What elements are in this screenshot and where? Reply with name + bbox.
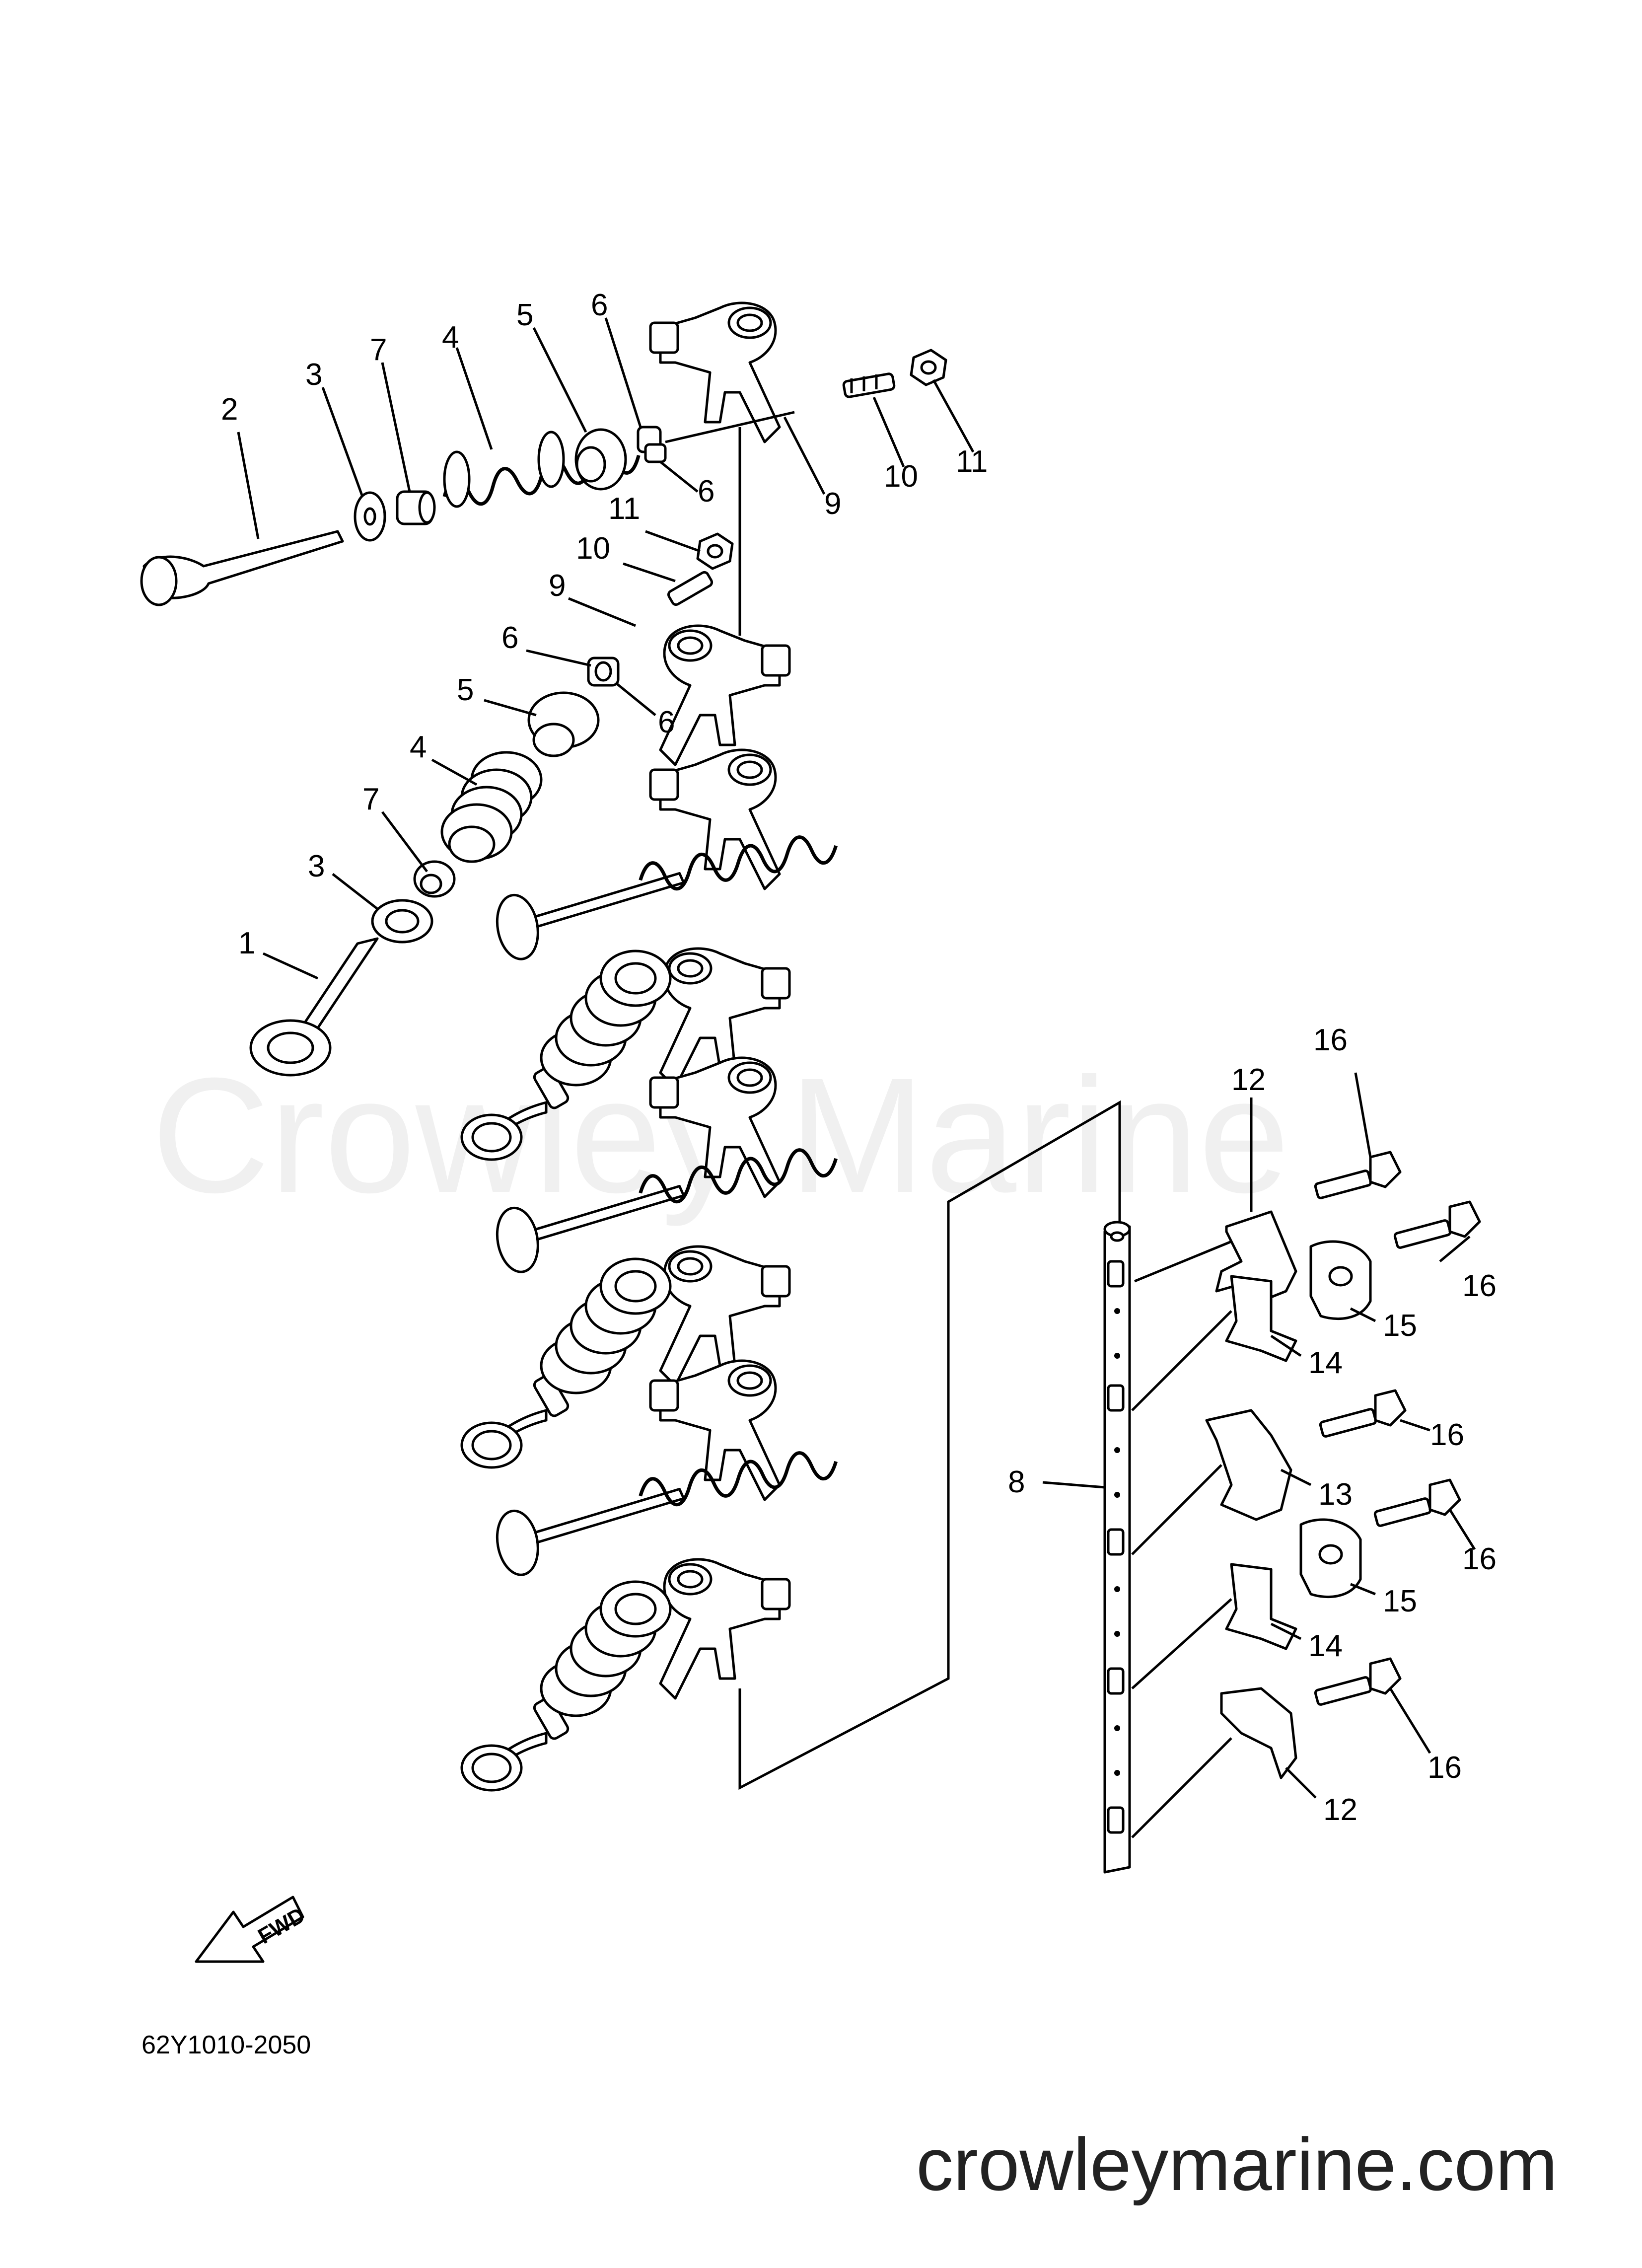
callout-6-top-a: 6 [591, 288, 608, 322]
callout-15-a: 15 [1383, 1309, 1417, 1343]
valve-1 [249, 937, 379, 1077]
bracket-14-b [1225, 1563, 1297, 1650]
clamp-15-b [1299, 1518, 1362, 1599]
callout-4-top: 4 [442, 320, 459, 355]
rocker-arm-row-5 [650, 1361, 780, 1500]
callout-5-top: 5 [516, 298, 533, 332]
callout-3-mid: 3 [308, 849, 325, 883]
callout-16-d: 16 [1462, 1542, 1497, 1576]
valve-spring-row-5 [496, 1447, 846, 1576]
valve-spring-row-3 [496, 1144, 846, 1273]
callout-1: 1 [238, 926, 255, 960]
adjust-screw-10-top [842, 372, 896, 398]
callout-16-b: 16 [1462, 1269, 1497, 1303]
leader-lines-top [237, 317, 975, 636]
diagram-code: 62Y1010-2050 [142, 2031, 311, 2059]
valve-2 [140, 530, 344, 606]
seal-7-top [396, 490, 436, 525]
rocker-arm-9-mid [660, 626, 789, 765]
rocker-shaft-8 [1103, 1221, 1131, 1874]
callout-labels: 2 3 7 4 5 6 6 9 10 11 11 10 9 6 6 5 4 7 … [221, 288, 1497, 1827]
valve-spring-row-4 [462, 1259, 670, 1467]
callout-16-e: 16 [1428, 1751, 1462, 1785]
valve-spring-row-1 [496, 831, 846, 960]
callout-12-bottom: 12 [1323, 1793, 1357, 1827]
cotter-6-top [637, 426, 667, 463]
bracket-12-bottom [1220, 1687, 1297, 1779]
washer-3-top [354, 491, 386, 542]
callout-13: 13 [1318, 1477, 1353, 1512]
retainer-5-top [574, 428, 627, 491]
spring-4-mid [440, 751, 543, 863]
bolt-16-d [1373, 1478, 1461, 1527]
callout-9-top: 9 [824, 487, 841, 521]
fwd-arrow-icon: FWD [195, 1896, 309, 1963]
callout-5-mid: 5 [457, 673, 474, 707]
cotter-6-mid [587, 657, 620, 687]
callout-3-top: 3 [305, 358, 322, 392]
leader-lines-right [1131, 1072, 1476, 1838]
clamp-15-a [1309, 1240, 1372, 1320]
bolt-16-b [1393, 1200, 1481, 1249]
spring-4-top [441, 431, 642, 511]
callout-14-a: 14 [1308, 1346, 1343, 1380]
callout-11-mid: 11 [608, 492, 640, 526]
callout-4-mid: 4 [410, 730, 427, 764]
bolt-16-e [1314, 1657, 1402, 1706]
seal-7-mid [413, 860, 456, 898]
leader-8 [1042, 1481, 1105, 1489]
nut-11-mid [696, 532, 734, 570]
callout-12-top: 12 [1231, 1063, 1266, 1097]
callout-6-top-b: 6 [698, 474, 714, 509]
callout-14-b: 14 [1308, 1629, 1343, 1663]
callout-7-top: 7 [370, 333, 387, 367]
callout-10-mid: 10 [576, 531, 610, 566]
callout-9-mid: 9 [549, 569, 566, 603]
bolt-16-a [1314, 1151, 1402, 1199]
callout-8: 8 [1008, 1465, 1025, 1499]
bolt-16-c [1319, 1389, 1407, 1438]
callout-6-mid-b: 6 [658, 705, 675, 739]
valve-spring-row-6 [462, 1582, 670, 1790]
callout-15-b: 15 [1383, 1584, 1417, 1618]
callout-11-top: 11 [956, 444, 988, 479]
callout-6-mid-a: 6 [501, 621, 518, 655]
adjust-screw-10-mid [667, 571, 714, 606]
callout-7-mid: 7 [362, 782, 379, 816]
leader-lines-mid [262, 530, 701, 980]
site-url: crowleymarine.com [916, 2122, 1558, 2206]
nut-11-top [910, 349, 947, 386]
retainer-5-mid [527, 691, 600, 757]
rocker-arm-row-6 [660, 1559, 789, 1698]
callout-16-a: 16 [1313, 1023, 1348, 1057]
washer-3-mid [371, 899, 433, 944]
callout-10-top: 10 [884, 459, 918, 494]
callout-16-c: 16 [1430, 1418, 1464, 1452]
bracket-13 [1205, 1409, 1292, 1521]
shaft-guide-lines [738, 1100, 1121, 1790]
callout-2: 2 [221, 392, 238, 427]
